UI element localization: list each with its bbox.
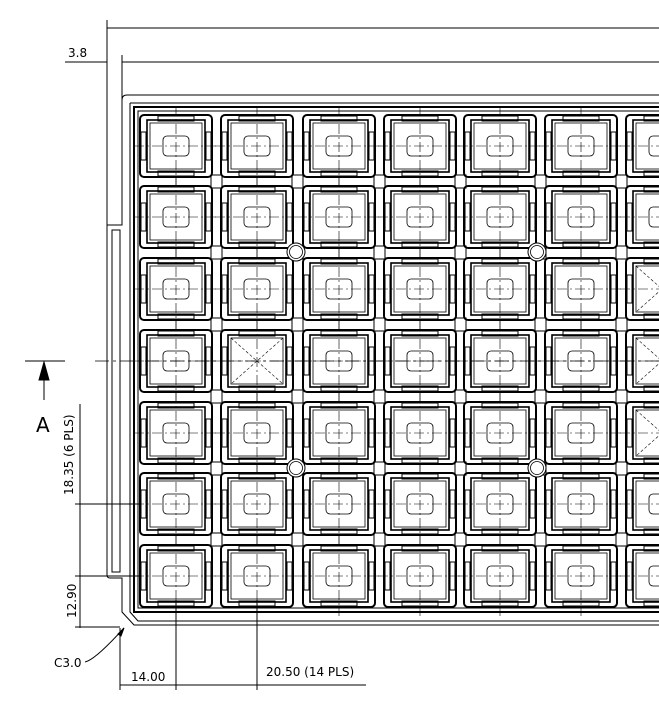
pocket <box>458 464 547 547</box>
edge-offset-label: 3.8 <box>68 46 87 60</box>
pocket <box>297 249 386 332</box>
pocket <box>134 393 223 476</box>
side-tab <box>111 229 121 573</box>
pocket <box>297 321 386 404</box>
pocket <box>378 393 467 476</box>
pocket-frame <box>133 106 659 613</box>
first-column-offset-label: 14.00 <box>131 670 165 684</box>
pocket <box>458 321 547 404</box>
pocket <box>297 106 386 189</box>
pocket <box>215 321 304 404</box>
pocket <box>378 536 462 616</box>
row-pitch-label: 18.35 (6 PLS) <box>62 414 76 495</box>
pocket <box>215 249 304 332</box>
pocket <box>458 106 547 189</box>
bottom-row-offset-label: 12.90 <box>65 584 79 618</box>
column-pitch-label: 20.50 (14 PLS) <box>266 665 354 679</box>
pocket <box>378 321 467 404</box>
pocket <box>134 249 223 332</box>
pocket <box>539 106 628 189</box>
pocket <box>458 249 547 332</box>
pocket <box>458 177 547 260</box>
pocket <box>134 177 223 260</box>
pocket <box>297 464 386 547</box>
pocket <box>620 257 659 321</box>
chamfer-leader <box>84 627 125 663</box>
pocket <box>134 464 223 547</box>
pocket <box>458 536 542 616</box>
pocket <box>215 536 299 616</box>
pocket <box>539 177 628 260</box>
pocket <box>297 177 386 260</box>
pocket <box>620 401 659 465</box>
pocket <box>215 464 304 547</box>
pocket <box>378 106 467 189</box>
pocket <box>620 329 659 393</box>
pocket <box>539 393 628 476</box>
chamfer-label: C3.0 <box>54 656 81 670</box>
pocket <box>539 464 628 547</box>
pocket <box>539 536 623 616</box>
pocket <box>378 177 467 260</box>
section-arrow-icon <box>38 360 50 381</box>
pocket <box>620 544 659 608</box>
pocket <box>620 185 659 249</box>
pocket <box>215 106 304 189</box>
pocket <box>297 393 386 476</box>
tray-outer-outline <box>106 95 659 626</box>
pocket <box>620 114 659 178</box>
pocket <box>620 472 659 536</box>
tray-outer-top <box>121 94 659 101</box>
pocket <box>539 249 628 332</box>
pocket <box>378 464 467 547</box>
pocket <box>134 106 223 189</box>
pocket <box>297 536 381 616</box>
pocket <box>539 321 628 404</box>
pocket <box>134 536 218 616</box>
pocket <box>134 321 223 404</box>
section-label: A <box>36 413 50 437</box>
pocket <box>378 249 467 332</box>
